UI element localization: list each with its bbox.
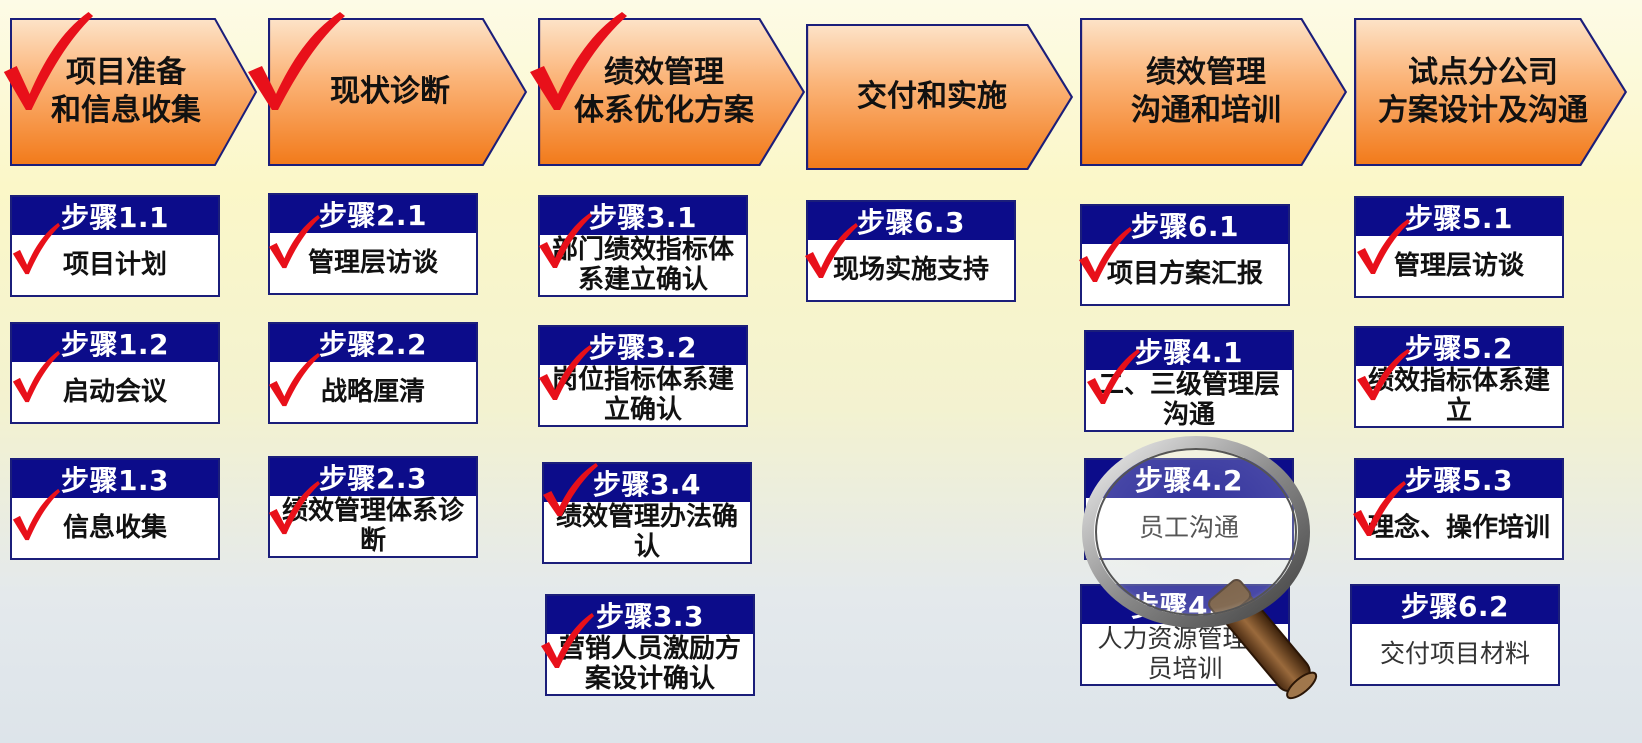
step-1-1-number: 步骤1.1 [12,197,218,235]
step-6-1-label: 项目方案汇报 [1106,259,1263,289]
step-1-1-label: 项目计划 [62,250,167,280]
step-5-1-number: 步骤5.1 [1356,198,1562,236]
step-6-2-number: 步骤6.2 [1352,586,1558,624]
step-5-1: 步骤5.1 管理层访谈 [1354,196,1564,298]
step-4-1-label: 二、三级管理层沟通 [1097,370,1280,430]
phase-6-title: 试点分公司 方案设计及沟通 [1378,55,1588,128]
phase-5: 绩效管理 沟通和培训 [1080,18,1348,166]
step-4-1-number: 步骤4.1 [1086,332,1292,370]
step-4-3-label: 人力资源管理人员培训 [1097,624,1273,683]
step-2-2-number: 步骤2.2 [270,324,476,362]
step-1-3-label: 信息收集 [62,513,167,543]
step-4-3: 步骤4.3 人力资源管理人员培训 [1080,584,1290,686]
step-1-3-number: 步骤1.3 [12,460,218,498]
step-5-2: 步骤5.2 绩效指标体系建立 [1354,326,1564,428]
step-6-2-label: 交付项目材料 [1379,639,1530,668]
step-4-2: 步骤4.2 员工沟通 [1084,458,1294,560]
step-5-2-label: 绩效指标体系建立 [1367,366,1550,426]
step-5-3-number: 步骤5.3 [1356,460,1562,498]
step-1-1: 步骤1.1 项目计划 [10,195,220,297]
step-2-1: 步骤2.1 管理层访谈 [268,193,478,295]
phase-1: 项目准备 和信息收集 [10,18,258,166]
step-3-3: 步骤3.3 营销人员激励方案设计确认 [545,594,755,696]
step-3-2-number: 步骤3.2 [540,327,746,365]
step-1-3: 步骤1.3 信息收集 [10,458,220,560]
step-2-3-label: 绩效管理体系诊断 [281,496,464,556]
step-6-2: 步骤6.2 交付项目材料 [1350,584,1560,686]
step-4-1: 步骤4.1 二、三级管理层沟通 [1084,330,1294,432]
step-3-4-label: 绩效管理办法确认 [555,502,738,562]
phase-2: 现状诊断 [268,18,528,166]
step-4-2-label: 员工沟通 [1138,513,1239,542]
step-3-2: 步骤3.2 岗位指标体系建立确认 [538,325,748,427]
step-4-3-number: 步骤4.3 [1082,586,1288,624]
phase-1-title: 项目准备 和信息收集 [51,55,201,128]
step-6-3-number: 步骤6.3 [808,202,1014,240]
phase-2-title: 现状诊断 [330,74,450,109]
phase-5-title: 绩效管理 沟通和培训 [1131,55,1281,128]
step-3-4-number: 步骤3.4 [544,464,750,502]
step-1-2-label: 启动会议 [62,377,167,407]
step-3-2-label: 岗位指标体系建立确认 [551,365,734,425]
step-1-2-number: 步骤1.2 [12,324,218,362]
phase-3-title: 绩效管理 体系优化方案 [574,55,754,128]
step-5-2-number: 步骤5.2 [1356,328,1562,366]
step-5-3: 步骤5.3 理念、操作培训 [1354,458,1564,560]
step-2-2-label: 战略厘清 [320,377,425,407]
step-6-1-number: 步骤6.1 [1082,206,1288,244]
step-2-3-number: 步骤2.3 [270,458,476,496]
step-3-3-label: 营销人员激励方案设计确认 [558,634,741,694]
step-4-2-number: 步骤4.2 [1086,460,1292,498]
step-2-1-label: 管理层访谈 [307,248,438,278]
phase-4: 交付和实施 [806,24,1074,170]
step-3-4: 步骤3.4 绩效管理办法确认 [542,462,752,564]
phase-6: 试点分公司 方案设计及沟通 [1354,18,1628,166]
step-2-3: 步骤2.3 绩效管理体系诊断 [268,456,478,558]
step-2-2: 步骤2.2 战略厘清 [268,322,478,424]
step-2-1-number: 步骤2.1 [270,195,476,233]
step-3-1-number: 步骤3.1 [540,197,746,235]
phase-4-title: 交付和实施 [857,79,1007,114]
step-6-3-label: 现场实施支持 [832,255,989,285]
step-3-1-label: 部门绩效指标体系建立确认 [551,235,734,295]
step-6-3: 步骤6.3 现场实施支持 [806,200,1016,302]
step-5-1-label: 管理层访谈 [1393,251,1524,281]
step-6-1: 步骤6.1 项目方案汇报 [1080,204,1290,306]
step-3-1: 步骤3.1 部门绩效指标体系建立确认 [538,195,748,297]
step-5-3-label: 理念、操作培训 [1367,513,1550,543]
step-1-2: 步骤1.2 启动会议 [10,322,220,424]
step-3-3-number: 步骤3.3 [547,596,753,634]
phase-3: 绩效管理 体系优化方案 [538,18,806,166]
